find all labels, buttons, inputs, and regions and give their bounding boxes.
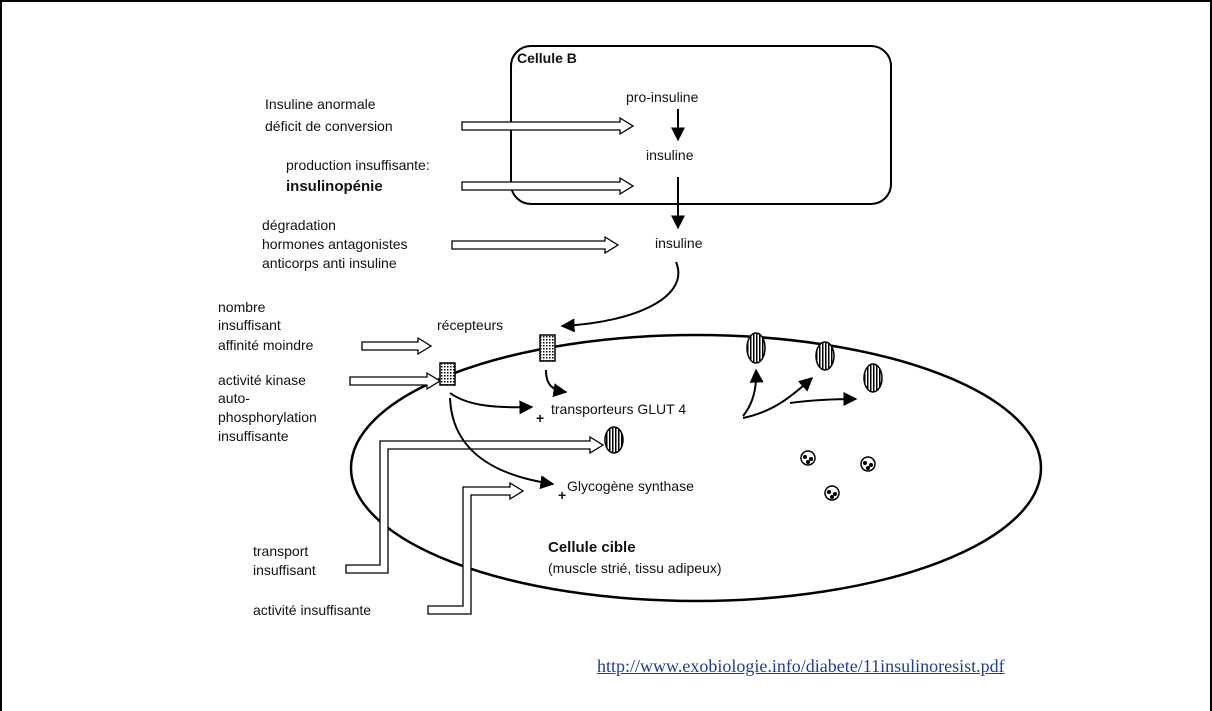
hollow-arrow-production [461,176,635,196]
recepteurs-label: récepteurs [437,317,503,333]
recepteur-1 [439,362,456,386]
arrow-to-glycogene [449,397,555,490]
anomalie-line2: déficit de conversion [265,118,393,134]
glut4-membrane-2 [815,341,835,371]
nombre-line1: nombre [218,299,266,315]
glut4-internal [604,426,624,454]
cellule-b-title: Cellule B [517,50,577,66]
degradation-line2: hormones antagonistes [262,236,408,252]
transport-line1: transport [253,543,308,559]
target-cell-membrane [349,333,1043,603]
arrow-recepteur2-down [545,369,568,398]
recepteur-2 [539,334,556,362]
hollow-arrow-anomalie [461,116,635,136]
degradation-line3: anticorps anti insuline [262,255,397,271]
arrow-insuline-to-recepteur [560,261,680,333]
cellule-cible-title: Cellule cible [548,539,636,556]
kinase-line4: insuffisante [218,428,289,444]
hollow-arrow-degradation [451,235,620,255]
kinase-line2: auto- [218,390,250,406]
kinase-line1: activité kinase [218,372,306,388]
glut4-membrane-3 [863,363,883,393]
anomalie-line1: Insuline anormale [265,96,376,112]
degradation-line1: dégradation [262,217,336,233]
arrow-glut4-to-membrane-3 [789,392,858,407]
production-line1: production insuffisante: [286,157,430,173]
transporteurs-label: transporteurs GLUT 4 [551,401,686,417]
plus-sign-1: + [536,410,544,426]
plus-sign-2: + [558,487,566,503]
hollow-arrow-transport [345,435,605,574]
activite-insuffisante-label: activité insuffisante [253,602,371,618]
arrow-glut4-to-membrane-2 [742,377,814,419]
arrow-glut4-to-membrane-1 [742,368,764,417]
hollow-arrow-kinase [349,371,442,391]
pro-insuline-label: pro-insuline [626,89,699,105]
source-link[interactable]: http://www.exobiologie.info/diabete/11in… [597,656,1005,676]
hollow-arrow-activite [427,481,525,615]
insuline-label-1: insuline [646,147,694,163]
nombre-line2: insuffisant [218,317,281,333]
nombre-line3: affinité moindre [218,337,314,353]
glut4-membrane-1 [746,332,766,364]
glycogen-granules [800,450,876,501]
cellule-cible-detail: (muscle strié, tissu adipeux) [548,560,722,576]
hollow-arrow-nombre [361,336,433,356]
arrow-to-transporteurs [449,392,534,415]
production-line2: insulinopénie [286,178,383,195]
transport-line2: insuffisant [253,562,316,578]
kinase-line3: phosphorylation [218,409,317,425]
glycogene-label: Glycogène synthase [567,478,694,494]
insuline-label-2: insuline [655,235,703,251]
